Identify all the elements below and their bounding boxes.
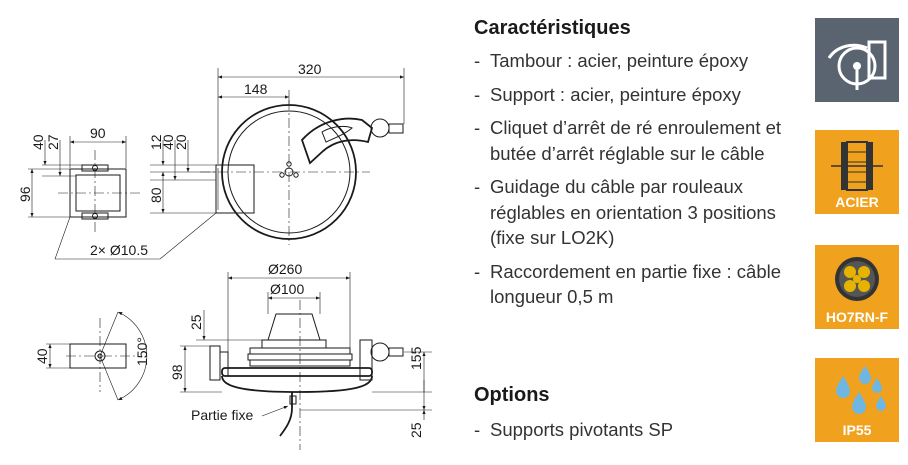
option-item: Supports pivotants SP (474, 417, 804, 443)
dim-80: 80 (148, 187, 164, 203)
fixed-part-label: Partie fixe (191, 407, 253, 423)
dim-27: 27 (45, 134, 61, 150)
dim-20: 20 (173, 134, 189, 150)
features-list: Tambour : acier, peinture époxy Support … (474, 48, 804, 310)
technical-drawing: 320 148 12 40 20 80 90 (17, 61, 432, 450)
dim-40-top: 40 (30, 134, 46, 150)
dim-100: Ø100 (270, 281, 304, 297)
dim-148: 148 (244, 81, 268, 97)
dim-90: 90 (90, 125, 106, 141)
dim-98: 98 (169, 364, 185, 380)
pivot-view: 150° 40 (34, 311, 150, 401)
features-title: Caractéristiques (474, 17, 631, 39)
top-view: Ø260 Ø100 25 98 155 25 Partie fixe (169, 261, 432, 450)
side-view: 320 148 12 40 20 80 (148, 61, 405, 245)
dim-320: 320 (298, 61, 322, 77)
feature-item: Cliquet d’arrêt de ré enroulement et but… (474, 115, 804, 166)
dim-96: 96 (17, 186, 33, 202)
dim-25-top: 25 (188, 314, 204, 330)
badge-label: HO7RN-F (825, 309, 889, 325)
water-drops-icon (836, 366, 886, 414)
options-title: Options (474, 384, 550, 406)
bracket-view: 90 40 27 96 2× Ø10.5 (17, 125, 217, 260)
dim-holes: 2× Ø10.5 (90, 242, 148, 258)
drum-icon (831, 141, 883, 191)
feature-item: Tambour : acier, peinture époxy (474, 48, 804, 74)
options-list: Supports pivotants SP (474, 417, 804, 443)
feature-item: Guidage du câble par rouleaux réglables … (474, 174, 804, 251)
cable-badge: HO7RN-F (815, 245, 899, 329)
dim-25-bottom: 25 (408, 422, 424, 438)
options-section: Options Supports pivotants SP (474, 381, 804, 451)
feature-item: Support : acier, peinture époxy (474, 82, 804, 108)
steel-badge: ACIER (815, 130, 899, 214)
feature-item: Raccordement en partie fixe : câble long… (474, 259, 804, 310)
badge-label: IP55 (842, 422, 872, 438)
ip-badge: IP55 (815, 358, 899, 442)
reel-badge (815, 18, 899, 102)
dim-40-pivot: 40 (34, 348, 50, 364)
dim-angle: 150° (134, 337, 150, 366)
cable-section-icon (835, 257, 879, 301)
dim-260: Ø260 (268, 261, 302, 277)
badge-label: ACIER (835, 194, 879, 210)
dim-155: 155 (408, 346, 424, 370)
features-section: Caractéristiques Tambour : acier, peintu… (474, 14, 804, 318)
reel-icon (827, 40, 887, 90)
dim-40-mid: 40 (160, 134, 176, 150)
dim-12: 12 (148, 134, 164, 150)
